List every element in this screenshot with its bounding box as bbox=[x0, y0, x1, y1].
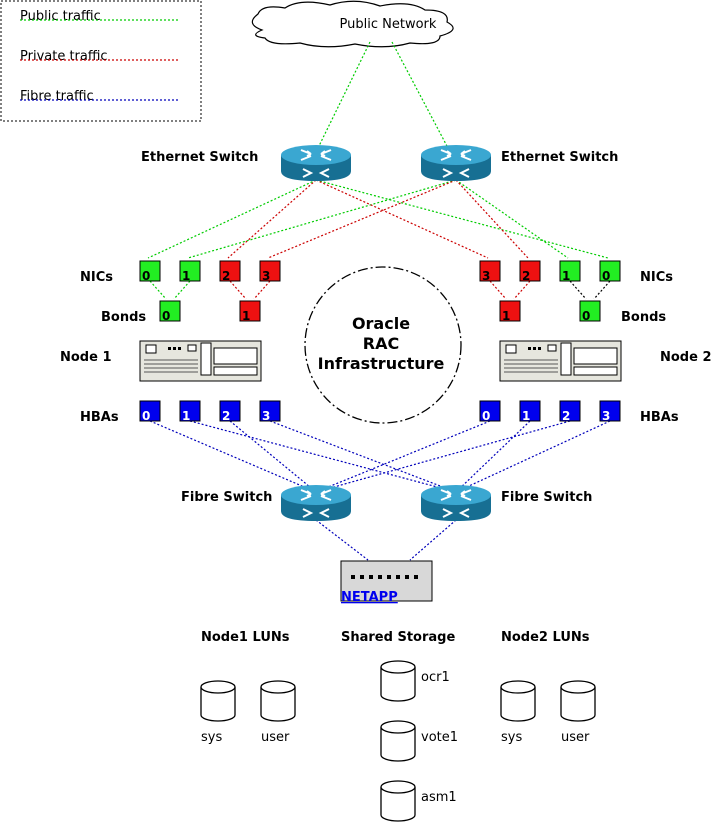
node2-server-icon bbox=[499, 340, 622, 382]
node1-nic-1: 1 bbox=[182, 269, 190, 283]
fibre-switch-left-icon bbox=[281, 484, 351, 522]
netapp-storage-icon bbox=[340, 560, 433, 602]
node1-server-icon bbox=[139, 340, 262, 382]
ethernet-nic-links bbox=[147, 179, 609, 259]
legend-public-label: Public traffic bbox=[20, 9, 101, 24]
rac-line2: RAC bbox=[363, 334, 399, 353]
node1-nic-2: 2 bbox=[222, 269, 230, 283]
node1-nic-3: 3 bbox=[262, 269, 270, 283]
node1-hbas: 0 1 2 3 bbox=[139, 400, 281, 423]
node1-user-label: user bbox=[261, 730, 290, 745]
public-links-cloud bbox=[317, 41, 449, 149]
node2-hba-0: 0 bbox=[482, 409, 490, 423]
ethernet-switch-left-icon bbox=[281, 144, 351, 182]
vote1-label: vote1 bbox=[421, 730, 458, 745]
node2-nic-3: 3 bbox=[482, 269, 490, 283]
ocr1-label: ocr1 bbox=[421, 670, 450, 685]
netapp-label: NETAPP bbox=[341, 590, 398, 605]
rac-infrastructure: Oracle RAC Infrastructure bbox=[304, 266, 462, 424]
bonds-right-label: Bonds bbox=[621, 310, 666, 325]
fibre-switch-right-icon bbox=[421, 484, 491, 522]
nics-right-label: NICs bbox=[640, 270, 673, 285]
node1-user-disk-icon bbox=[260, 680, 296, 722]
vote1-disk-icon bbox=[380, 720, 416, 762]
node2-sys-label: sys bbox=[501, 730, 522, 745]
public-network-label: Public Network bbox=[340, 17, 437, 32]
ethernet-switch-right-label: Ethernet Switch bbox=[501, 150, 618, 165]
bonds-left-label: Bonds bbox=[101, 310, 146, 325]
node2-nic-0: 0 bbox=[602, 269, 610, 283]
node1-hba-0: 0 bbox=[142, 409, 150, 423]
ethernet-switch-right-icon bbox=[421, 144, 491, 182]
node2-bond-0: 0 bbox=[582, 309, 590, 323]
node2-user-label: user bbox=[561, 730, 590, 745]
fibre-links bbox=[149, 420, 611, 561]
legend: Public traffic Private traffic Fibre tra… bbox=[0, 0, 202, 122]
ethernet-switch-left-label: Ethernet Switch bbox=[141, 150, 258, 165]
rac-line1: Oracle bbox=[352, 314, 410, 333]
node2-user-disk-icon bbox=[560, 680, 596, 722]
ocr1-disk-icon bbox=[380, 660, 416, 702]
fibre-switch-right-label: Fibre Switch bbox=[501, 490, 592, 505]
node2-hbas: 0 1 2 3 bbox=[479, 400, 621, 423]
rac-line3: Infrastructure bbox=[318, 354, 445, 373]
node2-luns-label: Node2 LUNs bbox=[501, 630, 590, 645]
node2-nic-2: 2 bbox=[522, 269, 530, 283]
node1-bond-1: 1 bbox=[242, 309, 250, 323]
node2-nic-1: 1 bbox=[562, 269, 570, 283]
asm1-disk-icon bbox=[380, 780, 416, 822]
legend-fibre-label: Fibre traffic bbox=[20, 89, 94, 104]
node2-hba-3: 3 bbox=[602, 409, 610, 423]
nic-bond-links bbox=[149, 280, 611, 300]
legend-private-label: Private traffic bbox=[20, 49, 108, 64]
node1-sys-label: sys bbox=[201, 730, 222, 745]
public-network-cloud: Public Network bbox=[251, 0, 454, 48]
shared-storage-label: Shared Storage bbox=[341, 630, 455, 645]
node1-nics: 0 1 2 3 bbox=[139, 260, 281, 283]
node2-sys-disk-icon bbox=[500, 680, 536, 722]
node1-hba-3: 3 bbox=[262, 409, 270, 423]
node2-hba-2: 2 bbox=[562, 409, 570, 423]
node2-bond-1: 1 bbox=[502, 309, 510, 323]
node1-bond-0: 0 bbox=[162, 309, 170, 323]
node1-hba-1: 1 bbox=[182, 409, 190, 423]
node1-label: Node 1 bbox=[60, 350, 112, 365]
node1-bonds: 0 1 bbox=[159, 300, 261, 323]
hbas-right-label: HBAs bbox=[640, 410, 679, 425]
node1-sys-disk-icon bbox=[200, 680, 236, 722]
node1-luns-label: Node1 LUNs bbox=[201, 630, 290, 645]
node2-nics: 3 2 1 0 bbox=[479, 260, 621, 283]
asm1-label: asm1 bbox=[421, 790, 457, 805]
node2-bonds: 1 0 bbox=[499, 300, 601, 323]
nics-left-label: NICs bbox=[80, 270, 113, 285]
fibre-switch-left-label: Fibre Switch bbox=[181, 490, 272, 505]
node2-label: Node 2 bbox=[660, 350, 712, 365]
node2-hba-1: 1 bbox=[522, 409, 530, 423]
hbas-left-label: HBAs bbox=[80, 410, 119, 425]
node1-nic-0: 0 bbox=[142, 269, 150, 283]
node1-hba-2: 2 bbox=[222, 409, 230, 423]
